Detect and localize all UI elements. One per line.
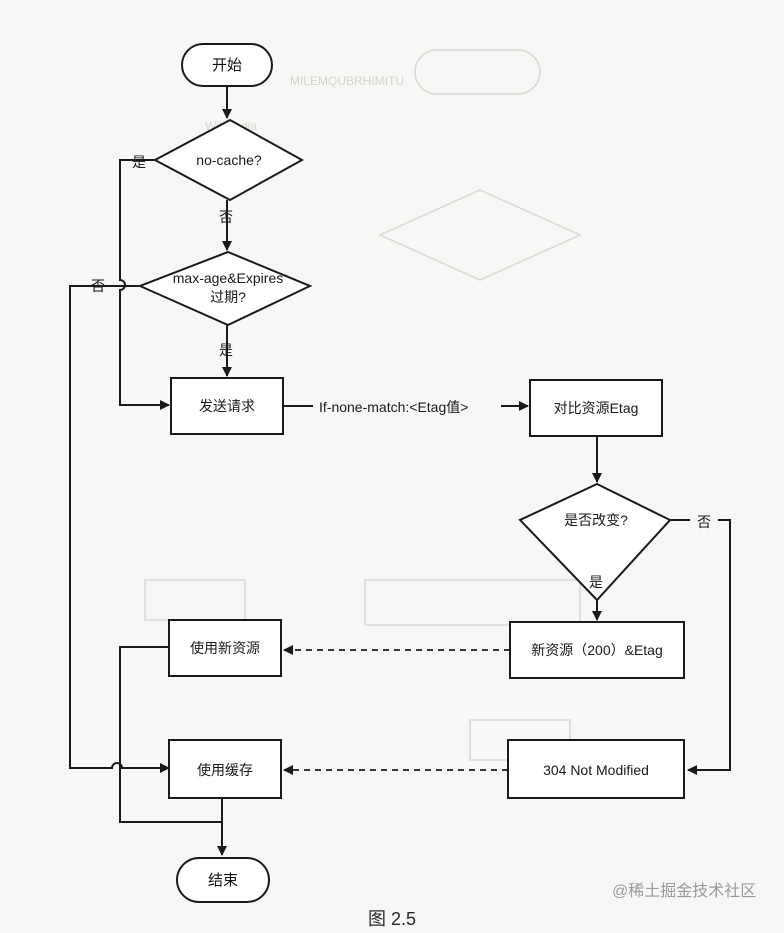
node-max-age-label-line1: max-age&Expires (173, 270, 284, 286)
node-end: 结束 (176, 857, 270, 903)
node-no-cache-label: no-cache? (196, 152, 262, 168)
node-not-modified-label: 304 Not Modified (543, 762, 649, 778)
edge-label-nocache-no: 否 (219, 209, 233, 225)
node-use-cache-label: 使用缓存 (197, 762, 253, 778)
node-start-label: 开始 (212, 57, 242, 74)
edge-label-changed-no: 否 (697, 514, 711, 530)
node-not-modified: 304 Not Modified (507, 739, 685, 799)
watermark-text: @稀土掘金技术社区 (612, 882, 756, 900)
node-new-resource-etag: 新资源（200）&Etag (509, 621, 685, 679)
node-changed: 是否改变? (518, 482, 672, 602)
svg-text:MILEMQUBRHIMITU: MILEMQUBRHIMITU (290, 74, 404, 88)
node-end-label: 结束 (208, 872, 238, 889)
node-use-new-resource-label: 使用新资源 (190, 640, 260, 656)
edge-label-changed-yes: 是 (589, 574, 603, 590)
edge-labels: 是 否 否 是 If-none-match:<Etag值> 否 是 (91, 154, 711, 590)
node-max-age-label-line2: 过期? (210, 289, 246, 305)
node-changed-label: 是否改变? (564, 512, 628, 528)
node-send-request-label: 发送请求 (199, 398, 255, 414)
node-use-new-resource: 使用新资源 (168, 619, 282, 677)
node-compare-etag-label: 对比资源Etag (554, 400, 639, 416)
node-compare-etag: 对比资源Etag (529, 379, 663, 437)
node-new-resource-etag-label: 新资源（200）&Etag (531, 642, 663, 658)
node-send-request: 发送请求 (170, 377, 284, 435)
edge-label-if-none-match: If-none-match:<Etag值> (319, 399, 468, 415)
node-no-cache: no-cache? (152, 118, 305, 202)
node-start: 开始 (181, 43, 273, 87)
edge-label-maxage-no: 否 (91, 278, 105, 294)
connectors (69, 86, 731, 856)
figure-caption: 图 2.5 (368, 909, 416, 928)
node-max-age: max-age&Expires 过期? (137, 250, 313, 327)
edge-label-maxage-yes: 是 (219, 342, 233, 358)
edge-label-nocache-yes: 是 (132, 154, 146, 170)
node-use-cache: 使用缓存 (168, 739, 282, 799)
